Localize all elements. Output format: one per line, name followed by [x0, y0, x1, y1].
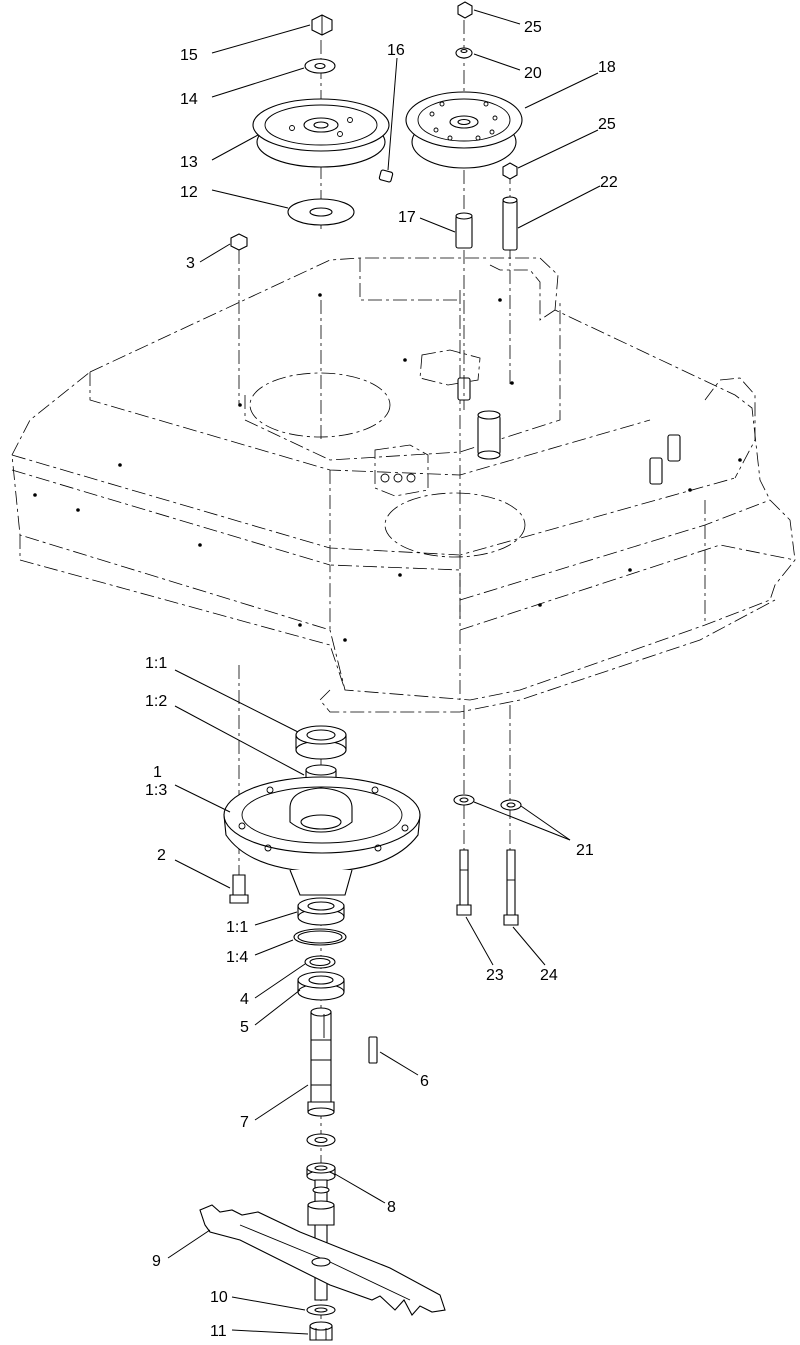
- bolt-2: [232, 874, 246, 896]
- nut-3: [230, 233, 248, 251]
- callout-3: 3: [186, 255, 195, 272]
- callout-13: 13: [180, 154, 198, 171]
- nut-25-mid: [502, 162, 518, 180]
- callout-7: 7: [240, 1114, 249, 1131]
- callout-25-top: 25: [524, 19, 542, 36]
- callout-17: 17: [398, 209, 416, 226]
- callout-1-3: 1:3: [145, 782, 167, 799]
- callout-1-1-bottom: 1:1: [226, 919, 248, 936]
- mower-deck: [11, 257, 796, 713]
- callout-22: 22: [600, 174, 618, 191]
- callout-16: 16: [387, 42, 405, 59]
- callout-9: 9: [152, 1253, 161, 1270]
- idler-pulley-stack-left: [230, 14, 394, 251]
- callout-10: 10: [210, 1289, 228, 1306]
- callout-12: 12: [180, 184, 198, 201]
- spacer-16: [378, 169, 394, 183]
- callout-25-mid: 25: [598, 116, 616, 133]
- spindle-assembly: [199, 725, 446, 1341]
- idler-pulley-stack-right: [405, 1, 523, 251]
- bolt-24: [506, 849, 516, 916]
- lower-right-hardware: [453, 794, 522, 926]
- callout-23: 23: [486, 967, 504, 984]
- callout-21: 21: [576, 842, 594, 859]
- callout-15: 15: [180, 47, 198, 64]
- callout-1: 1: [153, 764, 162, 781]
- callout-11: 11: [210, 1323, 227, 1340]
- nut-25-top: [457, 1, 473, 19]
- spacer-22: [502, 199, 518, 251]
- callout-6: 6: [420, 1073, 429, 1090]
- callout-1-4: 1:4: [226, 949, 248, 966]
- bolt-23: [459, 849, 469, 906]
- callout-labels: 15 14 13 12 16 3 25 20 18 25 22 17 1:1 1…: [145, 19, 618, 1340]
- callout-24: 24: [540, 967, 558, 984]
- callout-8: 8: [387, 1199, 396, 1216]
- callout-20: 20: [524, 65, 542, 82]
- callout-5: 5: [240, 1019, 249, 1036]
- callout-1-2: 1:2: [145, 693, 167, 710]
- spindle-shaft: [310, 1011, 332, 1103]
- bushing-17: [455, 215, 473, 249]
- callout-1-1-top: 1:1: [145, 655, 167, 672]
- key-6: [368, 1036, 378, 1064]
- callout-2: 2: [157, 847, 166, 864]
- leader-lines: [167, 9, 601, 1335]
- callout-4: 4: [240, 991, 249, 1008]
- callout-14: 14: [180, 91, 198, 108]
- callout-18: 18: [598, 59, 616, 76]
